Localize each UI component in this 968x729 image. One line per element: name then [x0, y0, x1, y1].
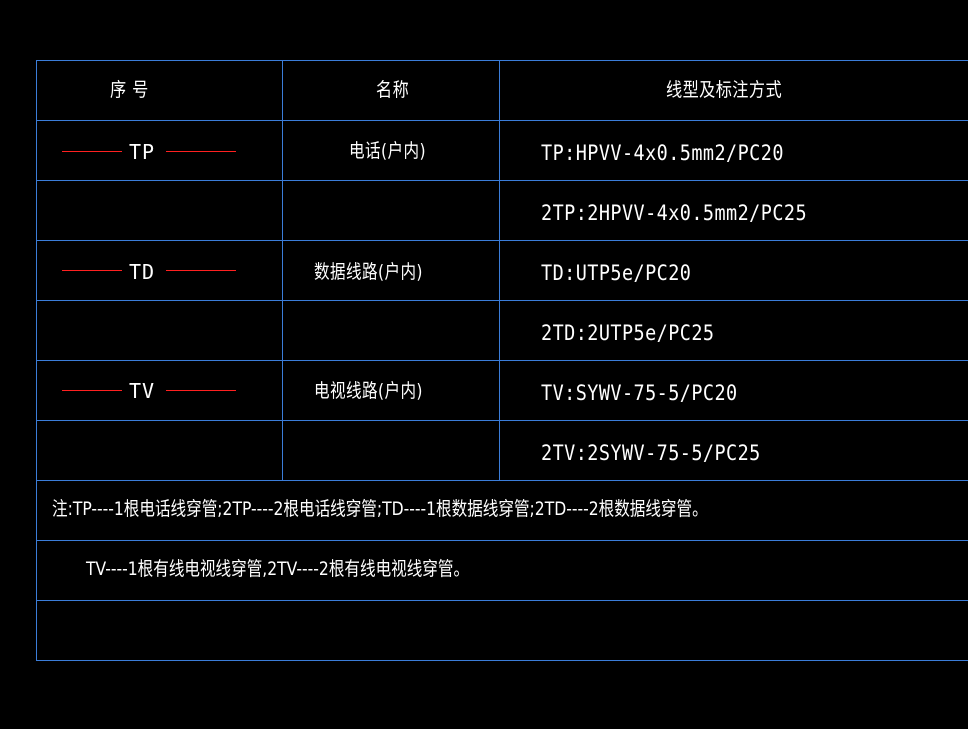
header-serial: 序 号 [110, 79, 149, 101]
note-line-2: TV----1根有线电视线穿管,2TV----2根有线电视线穿管。 [86, 558, 470, 580]
legend-code-td: TD [129, 260, 156, 284]
name-tv: 电视线路(户内) [314, 380, 423, 402]
table-border-top [36, 60, 968, 61]
row-divider [36, 180, 968, 181]
spec-tv: TV:SYWV-75-5/PC20 [541, 381, 738, 405]
table-border-bottom [36, 660, 968, 661]
row-divider [36, 420, 968, 421]
row-divider [36, 600, 968, 601]
legend-line-left-tv [62, 390, 122, 391]
spec-tp: TP:HPVV-4x0.5mm2/PC20 [541, 141, 784, 165]
header-name: 名称 [376, 79, 410, 101]
legend-table: 序 号 名称 线型及标注方式 TP 电话(户内) TP:HPVV-4x0.5mm… [36, 60, 968, 661]
legend-code-tv: TV [129, 379, 156, 403]
row-divider [36, 120, 968, 121]
spec-2tv: 2TV:2SYWV-75-5/PC25 [541, 441, 761, 465]
table-border-left [36, 60, 37, 660]
name-tp: 电话(户内) [349, 140, 426, 162]
legend-line-left-td [62, 270, 122, 271]
spec-td: TD:UTP5e/PC20 [541, 261, 692, 285]
row-divider [36, 540, 968, 541]
legend-code-tp: TP [129, 140, 156, 164]
legend-line-right-tp [166, 151, 236, 152]
legend-line-right-td [166, 270, 236, 271]
legend-line-left-tp [62, 151, 122, 152]
spec-2tp: 2TP:2HPVV-4x0.5mm2/PC25 [541, 201, 808, 225]
row-divider [36, 300, 968, 301]
row-divider [36, 480, 968, 481]
spec-2td: 2TD:2UTP5e/PC25 [541, 321, 715, 345]
column-divider [499, 60, 500, 480]
legend-line-right-tv [166, 390, 236, 391]
name-td: 数据线路(户内) [314, 261, 423, 283]
note-line-1: 注:TP----1根电话线穿管;2TP----2根电话线穿管;TD----1根数… [52, 498, 708, 520]
column-divider [282, 60, 283, 480]
row-divider [36, 360, 968, 361]
header-line-type: 线型及标注方式 [666, 79, 783, 101]
row-divider [36, 240, 968, 241]
